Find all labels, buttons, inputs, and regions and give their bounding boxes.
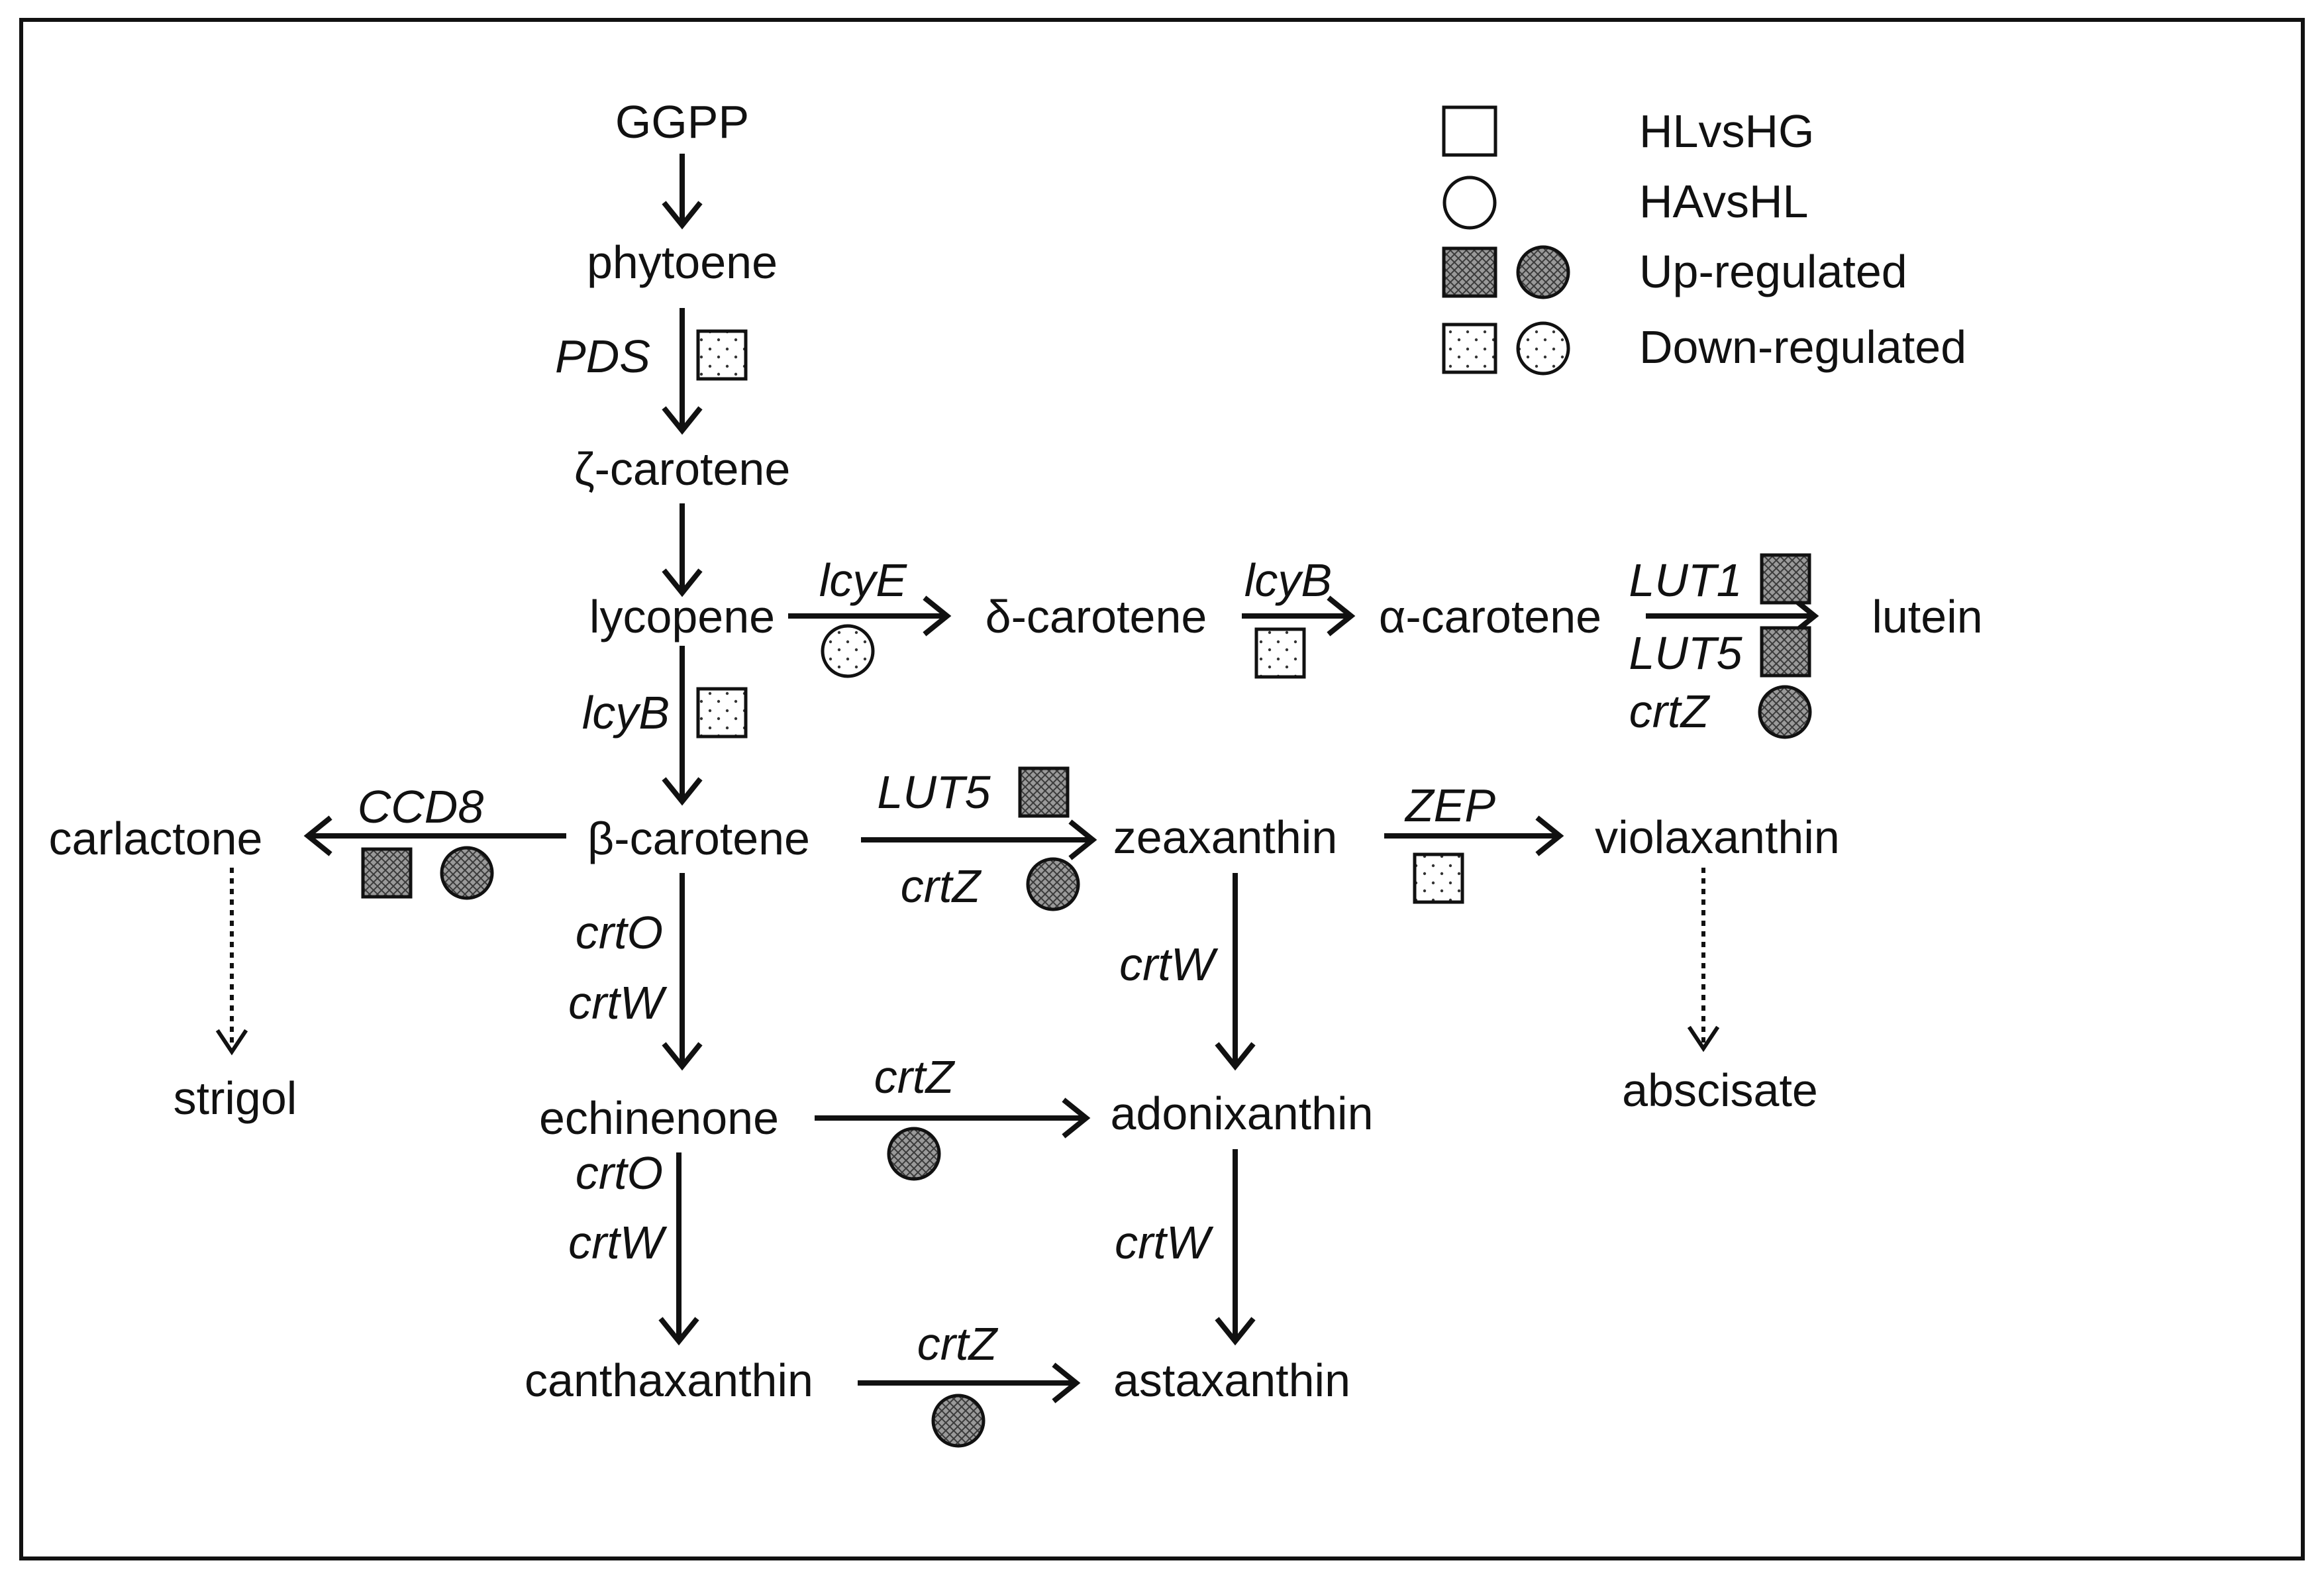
- compounds: GGPP phytoene ζ-carotene lycopene δ-caro…: [49, 96, 1983, 1406]
- arrowhead: [662, 1042, 703, 1071]
- arrowhead: [1068, 819, 1097, 860]
- marker-zep-hlvshg-down: [1413, 852, 1464, 904]
- enzyme-lcyb-beta: lcyB: [582, 687, 670, 739]
- legend-up-regulated: Up-regulated: [1639, 246, 1907, 297]
- arrowhead: [662, 777, 703, 806]
- marker-lut5-zea-hlvshg-up: [1018, 766, 1070, 818]
- markers: [361, 329, 1812, 1448]
- legend-havshl: HAvsHL: [1639, 176, 1808, 227]
- arrowhead: [662, 201, 703, 230]
- marker-lut1-hlvshg-up: [1760, 553, 1811, 605]
- compound-lycopene: lycopene: [589, 591, 775, 642]
- legend-up-circle-icon: [1516, 245, 1570, 299]
- enzyme-crtz-zeaxanthin: crtZ: [901, 860, 982, 912]
- arrowhead: [1062, 1097, 1091, 1139]
- enzyme-ccd8: CCD8: [358, 781, 484, 833]
- arrowhead: [303, 815, 332, 856]
- compound-beta-carotene: β-carotene: [587, 813, 810, 864]
- marker-lcyb-beta-hlvshg-down: [696, 687, 748, 739]
- compound-lutein: lutein: [1872, 591, 1982, 642]
- enzyme-crtz-astaxanthin: crtZ: [917, 1318, 999, 1370]
- legend-down-regulated: Down-regulated: [1639, 321, 1966, 373]
- marker-crtz-zea-havshl-up: [1026, 857, 1080, 911]
- marker-lut5-hlvshg-up: [1760, 626, 1811, 678]
- enzyme-lut5-zeaxanthin: LUT5: [877, 766, 991, 818]
- compound-alpha-carotene: α-carotene: [1379, 591, 1601, 642]
- marker-pds-hlvshg-down: [696, 329, 748, 381]
- compound-canthaxanthin: canthaxanthin: [525, 1354, 813, 1406]
- marker-crtz-asta-havshl-up: [931, 1394, 985, 1448]
- compound-delta-carotene: δ-carotene: [985, 591, 1207, 642]
- arrowhead: [923, 595, 952, 637]
- compound-ggpp: GGPP: [615, 96, 749, 148]
- arrowhead: [658, 1317, 699, 1346]
- arrowhead: [1535, 815, 1564, 856]
- compound-carlactone: carlactone: [49, 813, 263, 864]
- arrowhead: [662, 568, 703, 597]
- enzyme-lcye: lcyE: [819, 554, 908, 606]
- enzyme-crtz-adonixanthin: crtZ: [874, 1051, 956, 1103]
- compound-echinenone: echinenone: [539, 1092, 779, 1144]
- arrowhead: [1687, 1025, 1720, 1052]
- legend-hlvshg: HLvsHG: [1639, 105, 1814, 157]
- legend-circle-icon: [1442, 176, 1497, 230]
- compound-zeaxanthin: zeaxanthin: [1113, 811, 1338, 863]
- legend-down-square-icon: [1442, 323, 1497, 374]
- enzyme-crtz-lutein: crtZ: [1629, 686, 1711, 737]
- compound-adonixanthin: adonixanthin: [1111, 1088, 1374, 1139]
- marker-crtz-havshl-up: [1758, 685, 1812, 739]
- arrowhead: [1052, 1362, 1081, 1403]
- enzymes: PDS lcyE lcyB LUT1 LUT5 crtZ lcyB CCD8 L…: [358, 331, 1743, 1370]
- enzyme-crtw-adonixanthin: crtW: [1119, 939, 1219, 990]
- arrowhead: [215, 1029, 248, 1056]
- enzyme-lut5-lutein: LUT5: [1629, 627, 1743, 679]
- arrows: [215, 154, 1819, 1403]
- marker-lcye-havshl-down: [821, 624, 875, 678]
- arrowhead: [1327, 595, 1356, 637]
- arrowhead: [1215, 1042, 1256, 1071]
- enzyme-pds: PDS: [555, 331, 650, 382]
- enzyme-crtw-canthaxanthin: crtW: [568, 1217, 668, 1268]
- legend-down-circle-icon: [1516, 321, 1570, 376]
- compound-zeta-carotene: ζ-carotene: [574, 443, 791, 495]
- marker-ccd8-hlvshg-up: [361, 847, 413, 899]
- figure-border: [19, 18, 2305, 1560]
- enzyme-lut1: LUT1: [1629, 554, 1742, 606]
- marker-crtz-adoni-havshl-up: [887, 1127, 941, 1181]
- enzyme-zep: ZEP: [1404, 780, 1495, 831]
- legend: HLvsHG HAvsHL Up-regulated Down-regulate…: [1442, 105, 1966, 376]
- enzyme-crto-canthaxanthin: crtO: [576, 1147, 663, 1199]
- compound-astaxanthin: astaxanthin: [1113, 1354, 1350, 1406]
- legend-up-square-icon: [1442, 246, 1497, 298]
- arrowhead: [662, 406, 703, 435]
- arrowhead: [1215, 1317, 1256, 1346]
- compound-phytoene: phytoene: [587, 236, 778, 288]
- compound-abscisate: abscisate: [1622, 1064, 1818, 1116]
- compound-strigol: strigol: [174, 1072, 297, 1124]
- marker-lcyb-hlvshg-down: [1254, 627, 1306, 679]
- legend-square-icon: [1442, 105, 1497, 157]
- enzyme-crtw-echinenone: crtW: [568, 977, 668, 1029]
- enzyme-crtw-astaxanthin: crtW: [1115, 1217, 1214, 1268]
- enzyme-lcyb-delta: lcyB: [1244, 554, 1332, 606]
- marker-ccd8-havshl-up: [440, 846, 494, 900]
- compound-violaxanthin: violaxanthin: [1595, 811, 1840, 863]
- enzyme-crto-echinenone: crtO: [576, 907, 663, 958]
